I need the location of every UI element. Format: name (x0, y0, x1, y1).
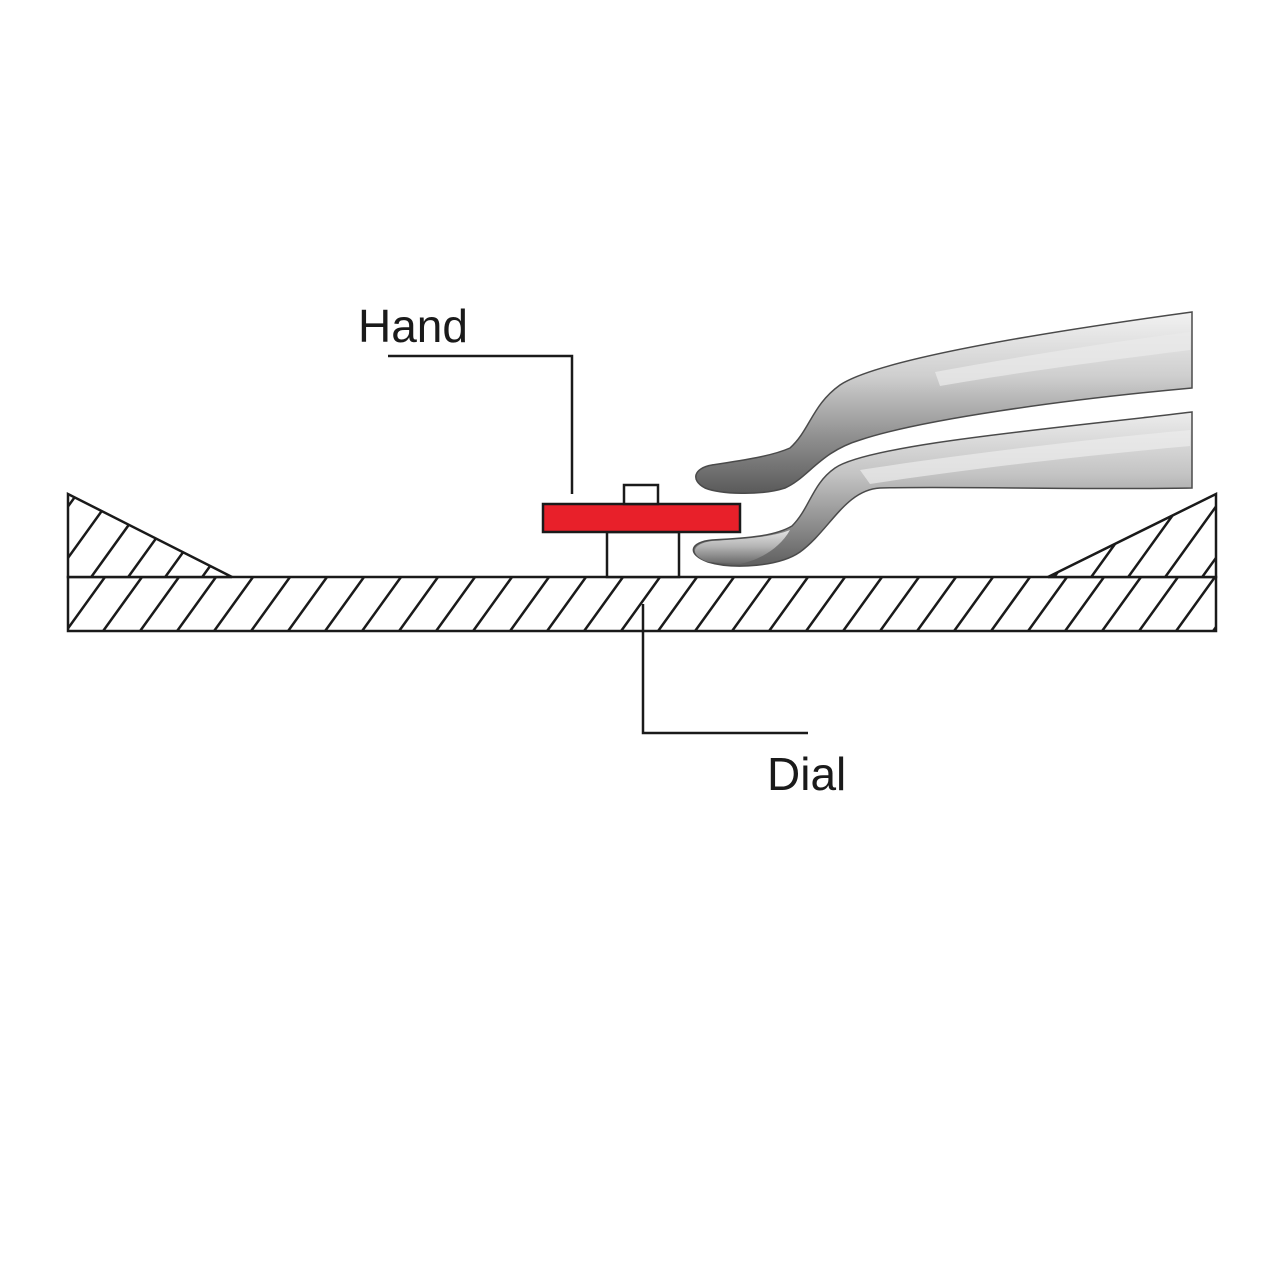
hand-leader-line (388, 354, 574, 494)
left-wedge-hatch-line (201, 494, 232, 577)
right-wedge-outline (1047, 491, 1218, 579)
tweezer-upper-highlight (935, 332, 1190, 386)
tweezer-lower-tip (694, 530, 790, 564)
plate-hatch-line (435, 577, 477, 631)
plate-hatch-line (657, 577, 699, 631)
plate-hatch-line (213, 577, 255, 631)
plate-hatch-line (68, 577, 107, 631)
right-bezel-wedge (980, 491, 1280, 579)
right-wedge-hatch-line (1048, 494, 1079, 577)
right-wedge-hatch-line (1164, 494, 1216, 577)
right-wedge-hatch-line (980, 494, 1040, 577)
plate-hatch-line (1064, 577, 1106, 631)
plate-hatch-line (176, 577, 218, 631)
plate-hatch-line (694, 577, 736, 631)
hand-cap (622, 483, 660, 506)
hand-shape (541, 502, 742, 534)
plate-hatch-line (509, 577, 551, 631)
plate-hatch-line (916, 577, 958, 631)
right-wedge-hatch-line (1201, 494, 1216, 577)
tweezers-icon (692, 311, 1193, 567)
plate-hatch-line (805, 577, 847, 631)
left-bezel-wedge (0, 491, 299, 579)
plate-hatch-line (620, 577, 662, 631)
plate-hatch-line (879, 577, 921, 631)
plate-hatch-line (361, 577, 403, 631)
plate-hatch-line (1175, 577, 1216, 631)
plate-hatch-line (68, 577, 70, 580)
dial-leader-line (641, 604, 808, 735)
plate-hatch-line (990, 577, 1032, 631)
plate-hatch-line (1212, 624, 1216, 631)
plate-hatch-line (768, 577, 810, 631)
left-wedge-hatch-line (0, 494, 40, 577)
dial-label: Dial (767, 748, 846, 800)
dial-plate (66, 575, 1218, 633)
plate-hatch-line (139, 577, 181, 631)
plate-hatch-line (250, 577, 292, 631)
left-wedge-hatch-line (239, 494, 299, 577)
plate-hatch-line (287, 577, 329, 631)
plate-hatch-line (1138, 577, 1180, 631)
tweezer-lower-highlight (860, 430, 1190, 484)
plate-hatch-line (546, 577, 588, 631)
plate-hatch-line (842, 577, 884, 631)
plate-hatch-line (102, 577, 144, 631)
plate-hatch-line (398, 577, 440, 631)
plate-hatch-line (731, 577, 773, 631)
dial-plate-hatching (68, 577, 1216, 631)
plate-hatch-line (583, 577, 625, 631)
plate-hatch-line (472, 577, 514, 631)
left-wedge-outline (66, 491, 233, 579)
plate-hatch-line (1027, 577, 1069, 631)
hand-label: Hand (358, 300, 468, 352)
center-pinion (605, 530, 681, 579)
plate-hatch-line (953, 577, 995, 631)
plate-hatch-line (324, 577, 366, 631)
plate-hatch-line (1101, 577, 1143, 631)
right-wedge-hatch-line (1239, 494, 1280, 577)
